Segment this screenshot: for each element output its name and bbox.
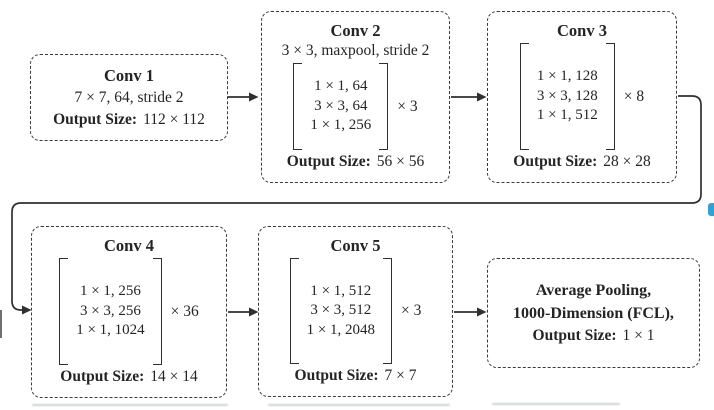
output-size: Output Size: 28 × 28 xyxy=(513,152,650,172)
matrix-row: 1 × 1, 256 xyxy=(79,283,141,300)
repeat-multiplier: × 3 xyxy=(401,302,422,319)
right-bracket-icon xyxy=(379,63,389,150)
conv-params: 3 × 3, maxpool, stride 2 xyxy=(281,42,430,59)
fcl-line: 1000-Dimension (FCL), xyxy=(513,305,674,322)
residual-block-matrix: 1 × 1, 512 3 × 3, 512 1 × 1, 2048 × 3 xyxy=(289,256,422,366)
block-title: Conv 2 xyxy=(330,21,381,40)
output-size: Output Size: 112 × 112 xyxy=(53,110,205,130)
repeat-multiplier: × 8 xyxy=(623,87,645,105)
block-conv2: Conv 2 3 × 3, maxpool, stride 2 1 × 1, 6… xyxy=(261,11,450,183)
output-size: Output Size: 1 × 1 xyxy=(533,326,655,346)
arrowhead-conv1-to-conv2 xyxy=(249,92,259,102)
output-size-value: 1 × 1 xyxy=(622,327,655,344)
scan-smudge xyxy=(32,404,228,406)
residual-block-matrix: 1 × 1, 64 3 × 3, 64 1 × 1, 256 × 3 xyxy=(293,61,418,152)
matrix-rows: 1 × 1, 64 3 × 3, 64 1 × 1, 256 xyxy=(302,74,379,139)
matrix-row: 1 × 1, 1024 xyxy=(76,322,145,339)
block-conv5: Conv 5 1 × 1, 512 3 × 3, 512 1 × 1, 2048… xyxy=(258,226,453,397)
repeat-multiplier: × 36 xyxy=(170,302,199,320)
output-size-label: Output Size: xyxy=(60,368,145,385)
output-size: Output Size: 14 × 14 xyxy=(60,367,197,387)
matrix-row: 3 × 3, 512 xyxy=(310,302,372,319)
matrix-row: 3 × 3, 256 xyxy=(79,302,141,319)
right-bracket-icon xyxy=(152,258,162,365)
block-conv3: Conv 3 1 × 1, 128 3 × 3, 128 1 × 1, 512 … xyxy=(487,11,677,183)
output-size-label: Output Size: xyxy=(286,153,371,170)
output-size: Output Size: 56 × 56 xyxy=(287,152,424,172)
right-bracket-icon xyxy=(605,43,615,150)
left-bracket-icon xyxy=(293,63,303,150)
output-size-label: Output Size: xyxy=(53,111,138,128)
matrix-row: 1 × 1, 512 xyxy=(536,107,598,124)
scan-smudge xyxy=(492,403,620,405)
residual-block-matrix: 1 × 1, 128 3 × 3, 128 1 × 1, 512 × 8 xyxy=(519,41,645,152)
avgpool-line: Average Pooling, xyxy=(535,282,652,299)
residual-block-matrix: 1 × 1, 256 3 × 3, 256 1 × 1, 1024 × 36 xyxy=(59,256,199,367)
matrix-row: 1 × 1, 2048 xyxy=(306,321,376,338)
block-title: Conv 1 xyxy=(104,66,154,85)
scan-smudge xyxy=(268,404,450,406)
output-size: Output Size: 7 × 7 xyxy=(295,366,417,386)
repeat-multiplier: × 3 xyxy=(397,97,418,115)
right-bracket-icon xyxy=(383,258,393,364)
block-title: Conv 5 xyxy=(330,236,381,255)
output-size-value: 28 × 28 xyxy=(603,153,651,170)
output-size-value: 7 × 7 xyxy=(384,367,417,384)
block-conv1: Conv 1 7 × 7, 64, stride 2 Output Size: 1… xyxy=(30,54,228,141)
arrowhead-conv2-to-conv3 xyxy=(477,92,487,102)
left-bracket-icon xyxy=(59,258,69,365)
block-average-pooling: Average Pooling, 1000-Dimension (FCL), O… xyxy=(487,258,700,368)
matrix-row: 1 × 1, 512 xyxy=(310,282,372,299)
block-title: Conv 4 xyxy=(104,236,154,255)
matrix-row: 1 × 1, 128 xyxy=(536,68,598,85)
matrix-row: 3 × 3, 128 xyxy=(536,87,598,104)
matrix-rows: 1 × 1, 256 3 × 3, 256 1 × 1, 1024 xyxy=(68,279,152,344)
matrix-row: 1 × 1, 64 xyxy=(314,78,368,95)
arrowhead-conv5-to-avgpool xyxy=(477,307,487,317)
left-bracket-icon xyxy=(289,258,299,364)
teal-edge-artifact xyxy=(708,203,714,216)
matrix-rows: 1 × 1, 512 3 × 3, 512 1 × 1, 2048 xyxy=(299,279,383,344)
output-size-label: Output Size: xyxy=(532,327,617,344)
block-title: Conv 3 xyxy=(557,21,607,40)
left-bracket-icon xyxy=(519,43,529,150)
conv-params: 7 × 7, 64, stride 2 xyxy=(74,89,184,106)
output-size-value: 56 × 56 xyxy=(376,153,425,170)
output-size-label: Output Size: xyxy=(513,153,598,170)
matrix-rows: 1 × 1, 128 3 × 3, 128 1 × 1, 512 xyxy=(529,64,606,129)
output-size-value: 14 × 14 xyxy=(150,368,198,385)
output-size-value: 112 × 112 xyxy=(143,111,205,128)
output-size-label: Output Size: xyxy=(294,367,379,384)
block-conv4: Conv 4 1 × 1, 256 3 × 3, 256 1 × 1, 1024… xyxy=(31,226,227,398)
matrix-row: 1 × 1, 256 xyxy=(310,117,372,134)
left-edge-artifact xyxy=(0,310,2,338)
matrix-row: 3 × 3, 64 xyxy=(314,97,368,114)
